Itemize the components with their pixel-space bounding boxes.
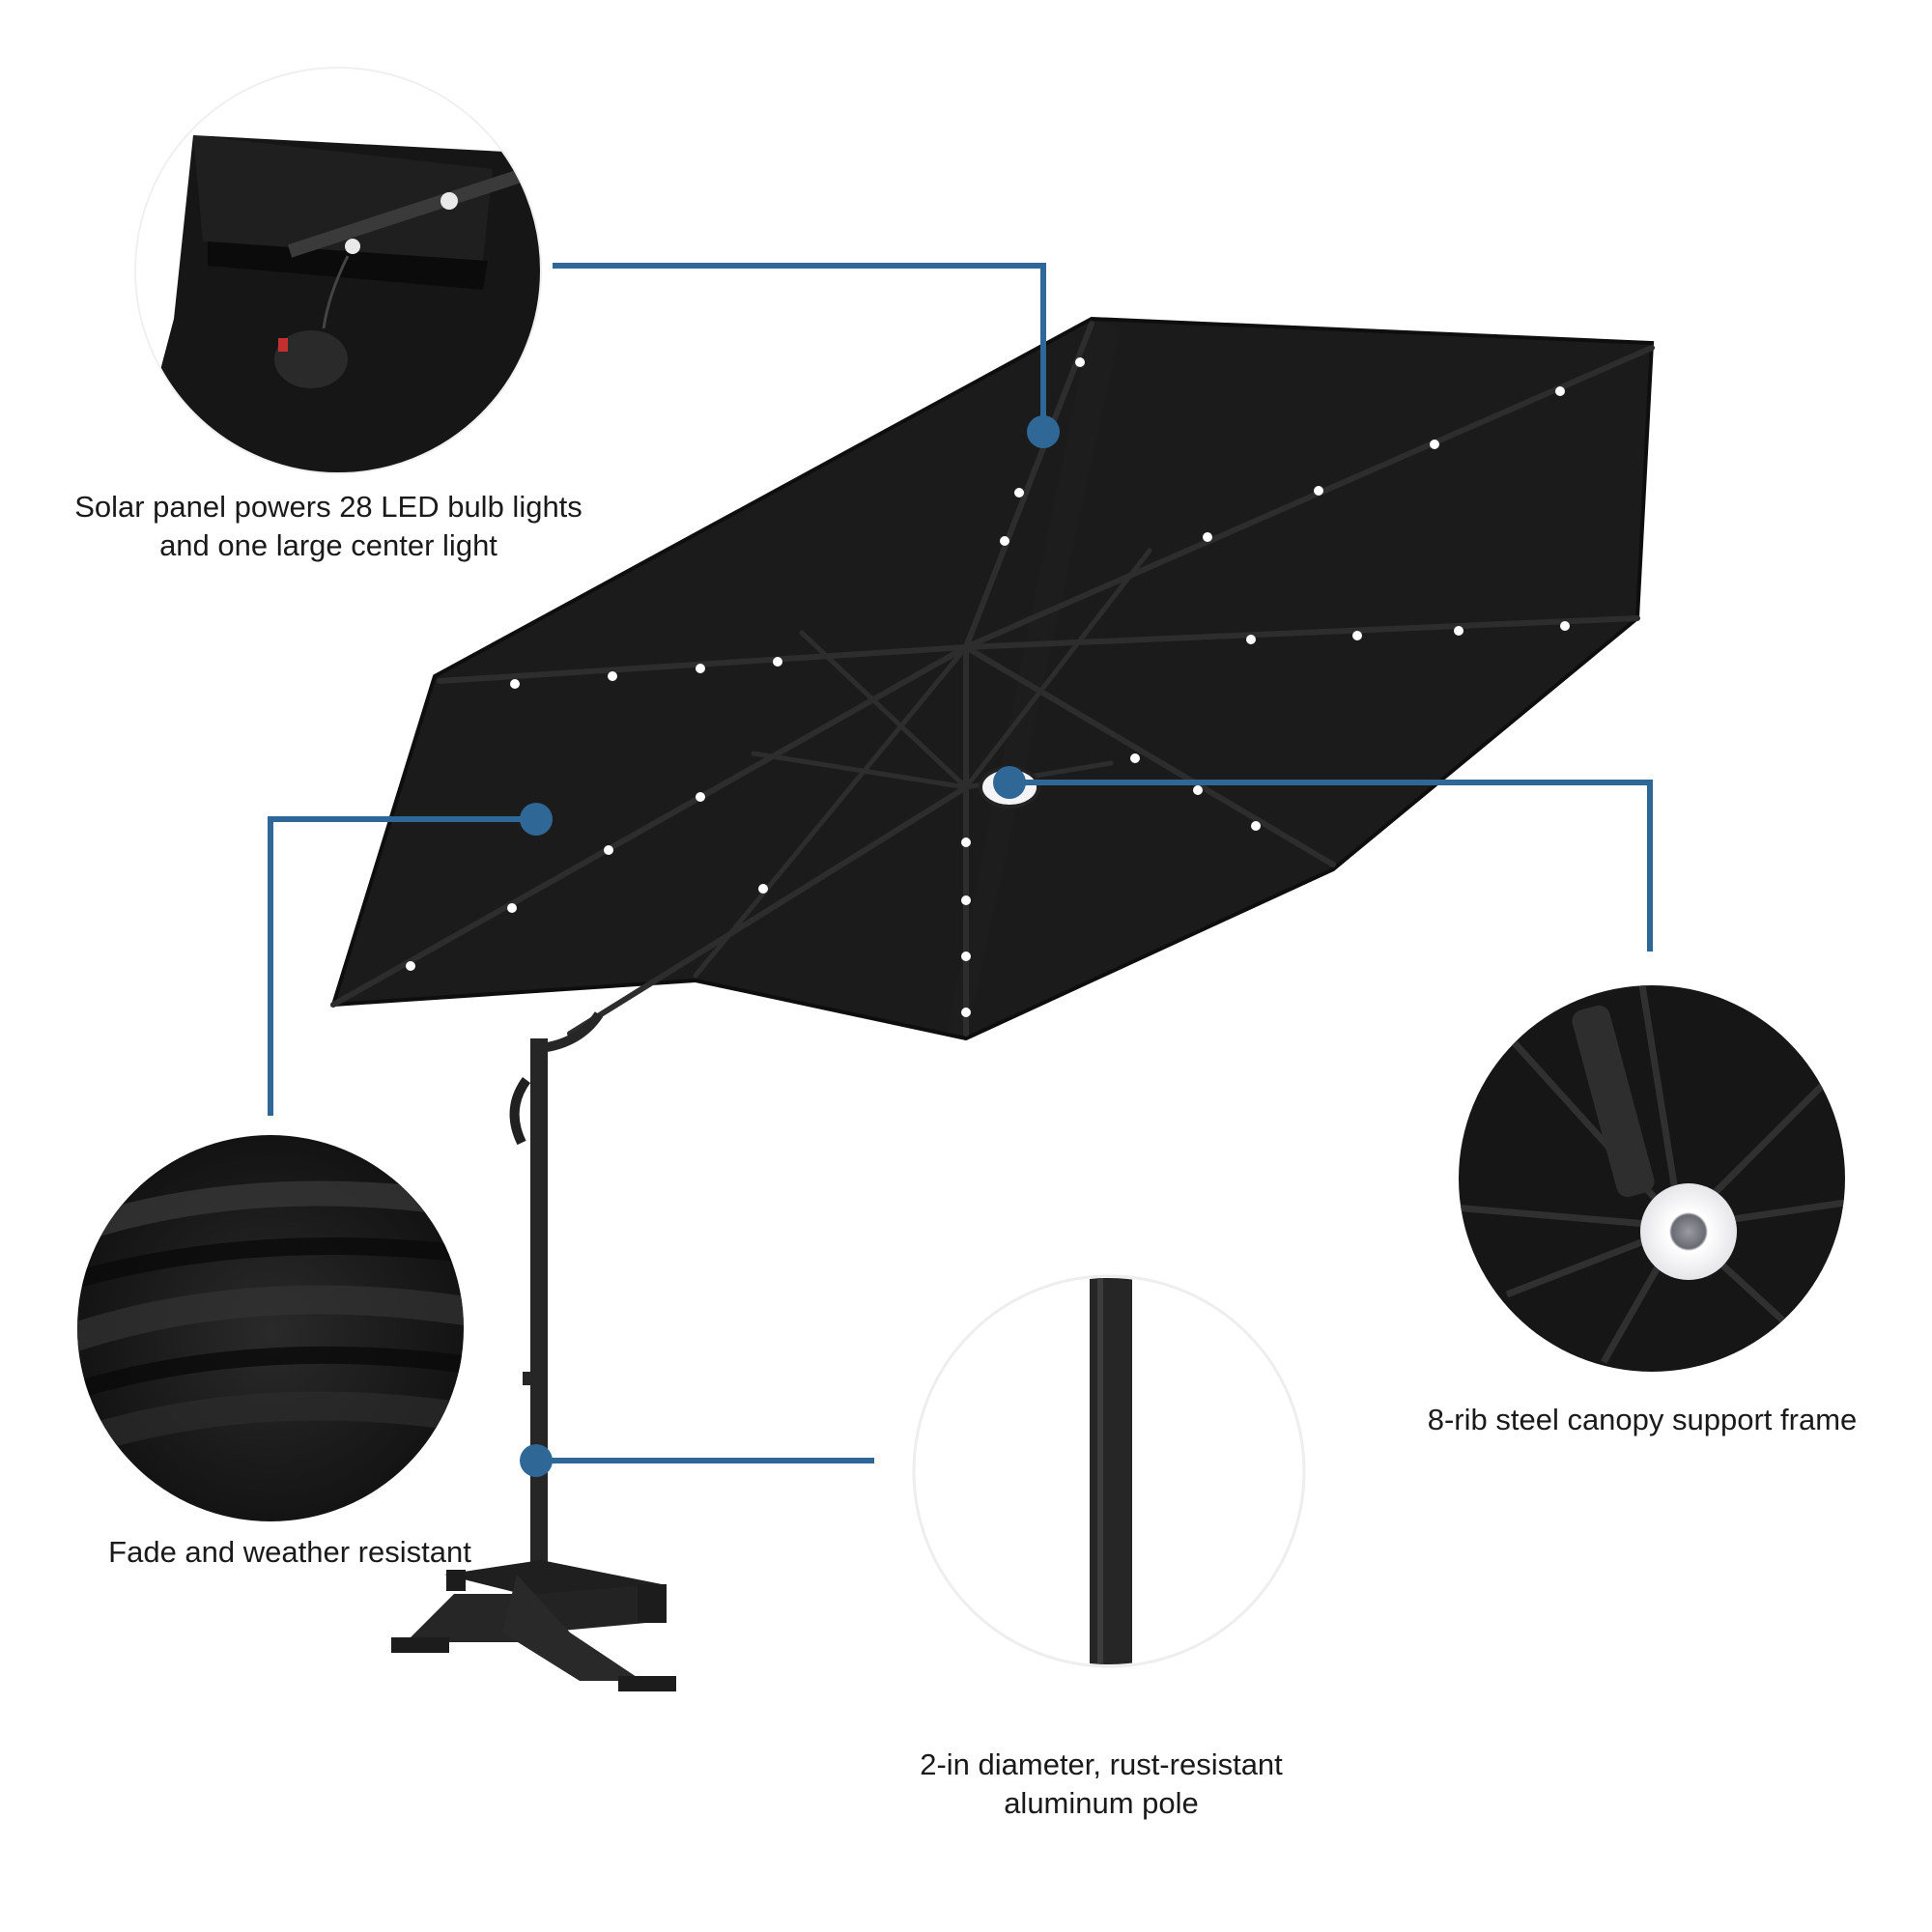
solar-caption: Solar panel powers 28 LED bulb lights an… <box>39 488 618 565</box>
frame-detail <box>1459 985 1845 1372</box>
pole-caption-line-1: 2-in diameter, rust-resistant <box>920 1747 1283 1781</box>
frame-caption: 8-rib steel canopy support frame <box>1391 1401 1893 1439</box>
pole-detail <box>911 1273 1307 1669</box>
pole-caption-line-2: aluminum pole <box>1004 1786 1199 1820</box>
callout-lines <box>268 263 1653 1463</box>
fabric-caption: Fade and weather resistant <box>39 1533 541 1572</box>
callout-dots <box>520 415 1060 1477</box>
pole-caption: 2-in diameter, rust-resistant aluminum p… <box>850 1746 1352 1823</box>
umbrella-canopy <box>330 316 1655 1041</box>
fabric-caption-line-1: Fade and weather resistant <box>108 1535 471 1569</box>
solar-panel-detail <box>133 66 543 475</box>
solar-caption-line-1: Solar panel powers 28 LED bulb lights <box>74 490 582 524</box>
solar-caption-line-2: and one large center light <box>159 528 497 562</box>
frame-caption-line-1: 8-rib steel canopy support frame <box>1427 1403 1858 1436</box>
fabric-detail <box>77 1135 464 1521</box>
led-lights <box>406 357 1570 1017</box>
umbrella-pole <box>509 1011 604 1579</box>
cross-base <box>391 1560 676 1691</box>
